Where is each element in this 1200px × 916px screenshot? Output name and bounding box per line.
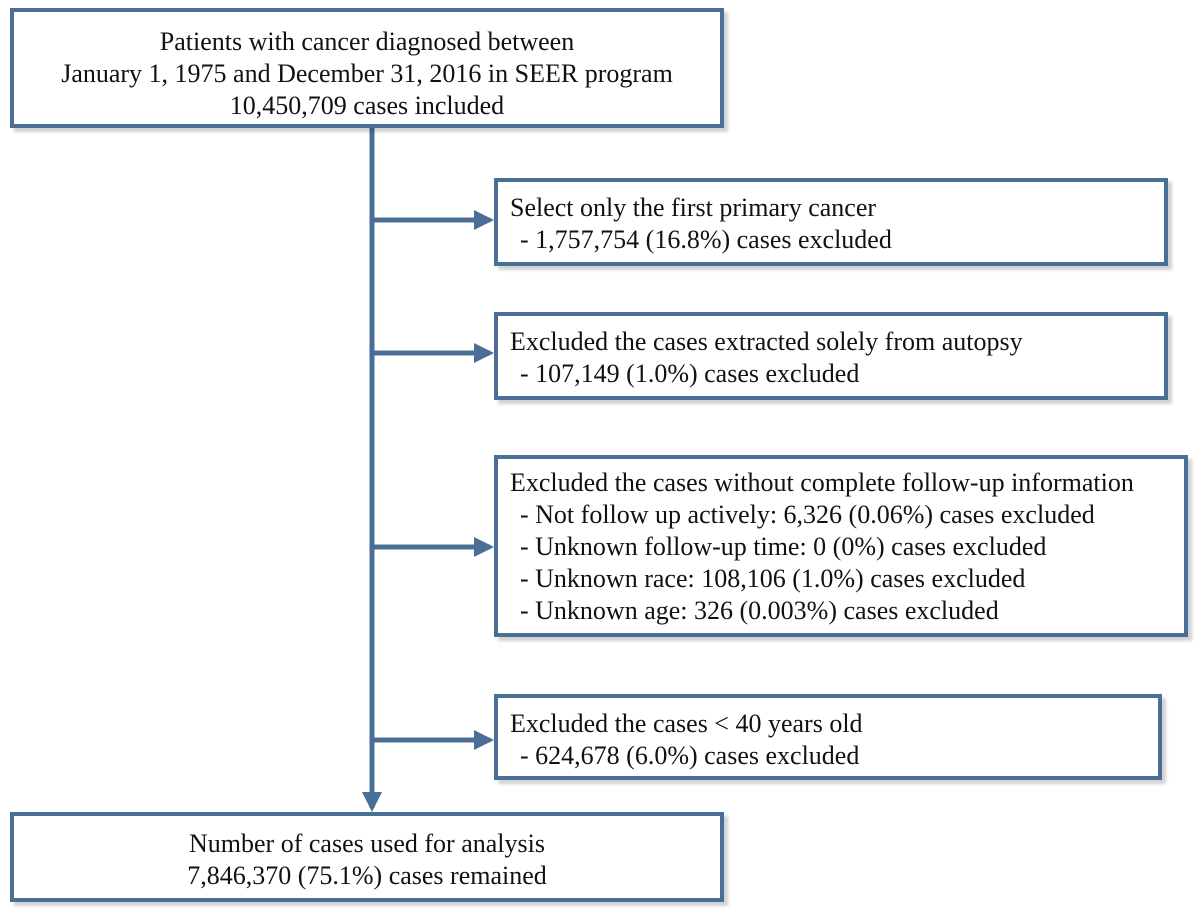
exclusion-box-follow-up: Excluded the cases without complete foll…: [494, 455, 1188, 637]
exclusion-title: Select only the first primary cancer: [510, 193, 877, 222]
cohort-start-line-3: 10,450,709 cases included: [229, 91, 505, 120]
exclusion-box-age: Excluded the cases < 40 years old - 624,…: [494, 694, 1162, 780]
exclusion-detail: - 107,149 (1.0%) cases excluded: [520, 359, 860, 388]
exclusion-detail: - 1,757,754 (16.8%) cases excluded: [520, 225, 892, 254]
final-cohort-line-2: 7,846,370 (75.1%) cases remained: [187, 861, 547, 890]
exclusion-detail: - 624,678 (6.0%) cases excluded: [520, 741, 860, 770]
exclusion-detail: - Not follow up actively: 6,326 (0.06%) …: [520, 500, 1095, 529]
final-cohort-box: Number of cases used for analysis 7,846,…: [10, 812, 724, 902]
cohort-start-line-1: Patients with cancer diagnosed between: [159, 27, 575, 56]
exclusion-box-autopsy: Excluded the cases extracted solely from…: [494, 312, 1168, 400]
final-cohort-line-1: Number of cases used for analysis: [189, 829, 545, 858]
exclusion-title: Excluded the cases extracted solely from…: [510, 327, 1023, 356]
exclusion-detail: - Unknown follow-up time: 0 (0%) cases e…: [520, 532, 1047, 561]
exclusion-detail: - Unknown race: 108,106 (1.0%) cases exc…: [520, 564, 1026, 593]
exclusion-box-first-primary: Select only the first primary cancer - 1…: [494, 178, 1168, 266]
exclusion-title: Excluded the cases < 40 years old: [510, 709, 863, 738]
cohort-start-box: Patients with cancer diagnosed between J…: [10, 8, 724, 128]
exclusion-title: Excluded the cases without complete foll…: [510, 468, 1134, 497]
cohort-start-line-2: January 1, 1975 and December 31, 2016 in…: [61, 59, 673, 88]
exclusion-detail: - Unknown age: 326 (0.003%) cases exclud…: [520, 596, 999, 625]
